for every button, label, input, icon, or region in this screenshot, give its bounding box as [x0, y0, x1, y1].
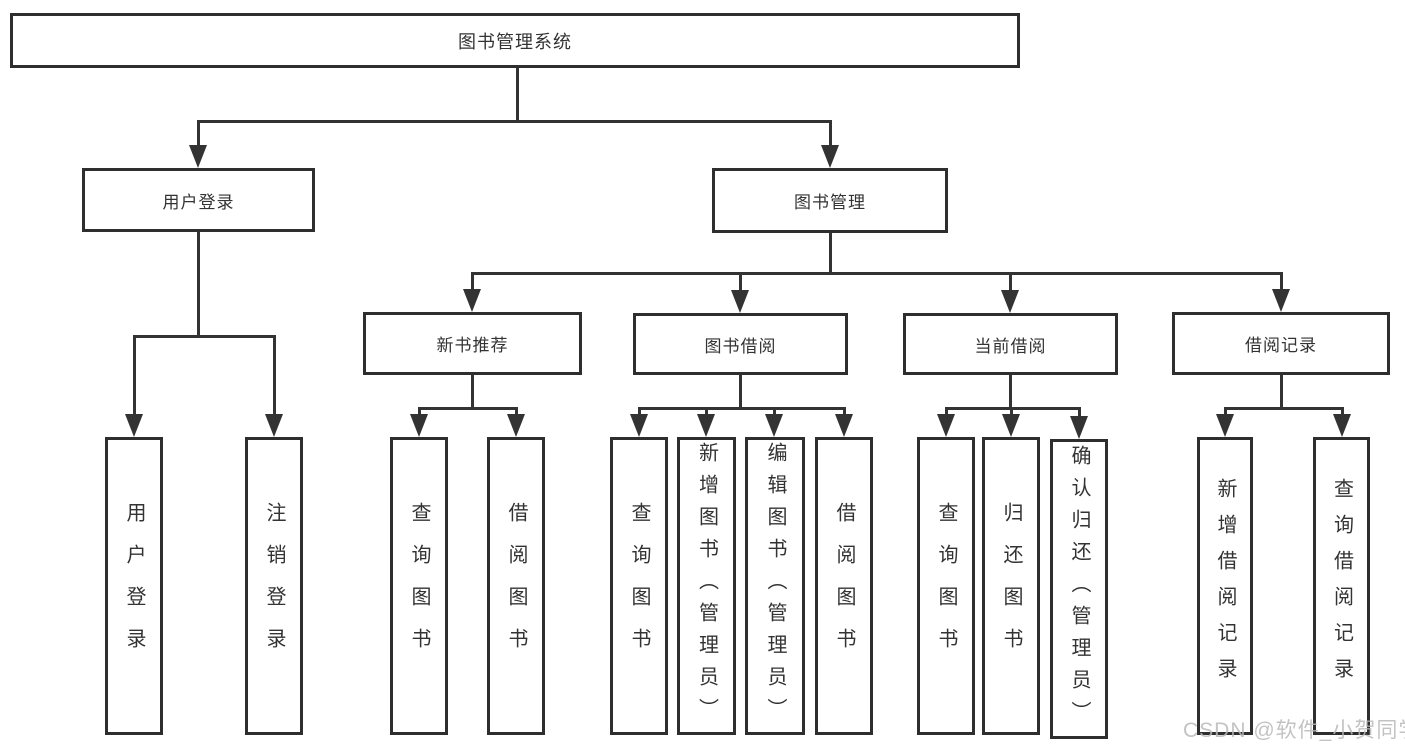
- connector-bar: [945, 407, 1081, 410]
- node-label-cb-confirm-return-admin: 确认归还（管理员）: [1068, 445, 1090, 733]
- node-label-current-borrow: 当前借阅: [974, 336, 1047, 356]
- connector-drop: [1341, 407, 1344, 419]
- connector-drop: [471, 272, 474, 294]
- connector-drop: [829, 120, 832, 150]
- node-label-leaf-logout: 注销登录: [263, 502, 285, 670]
- node-leaf-user-login: 用户登录: [105, 437, 163, 735]
- node-label-new-book-rec: 新书推荐: [436, 336, 509, 355]
- node-borrow-records: 借阅记录: [1172, 312, 1390, 375]
- node-book-mgmt: 图书管理: [712, 168, 948, 233]
- arrow-down-icon: [821, 145, 839, 168]
- arrow-down-icon: [1002, 414, 1020, 437]
- arrow-down-icon: [731, 290, 749, 313]
- node-label-book-mgmt: 图书管理: [794, 193, 866, 212]
- node-label-nb-query-books: 查询图书: [408, 502, 430, 670]
- connector-stem: [471, 375, 474, 410]
- node-label-br-add-record: 新增借阅记录: [1214, 478, 1236, 694]
- arrow-down-icon: [937, 414, 955, 437]
- node-label-bb-edit-books-admin: 编辑图书（管理员）: [764, 442, 786, 730]
- arrow-down-icon: [1216, 414, 1234, 437]
- node-bb-query-books: 查询图书: [610, 437, 668, 735]
- node-label-root: 图书管理系统: [458, 31, 572, 52]
- connector-stem: [197, 232, 200, 338]
- node-bb-borrow-books: 借阅图书: [815, 437, 873, 735]
- arrow-down-icon: [1001, 290, 1019, 313]
- connector-bar: [133, 335, 276, 338]
- node-label-bb-query-books: 查询图书: [628, 502, 650, 670]
- connector-drop: [1009, 272, 1012, 295]
- connector-stem: [1280, 375, 1283, 410]
- node-label-br-query-record: 查询借阅记录: [1330, 478, 1353, 694]
- node-label-borrow-records: 借阅记录: [1245, 336, 1317, 355]
- connector-bar: [1224, 407, 1344, 410]
- node-br-query-record: 查询借阅记录: [1313, 437, 1370, 735]
- node-label-bb-borrow-books: 借阅图书: [833, 502, 855, 670]
- connector-drop: [843, 407, 846, 419]
- connector-drop: [739, 272, 742, 295]
- connector-drop: [273, 335, 276, 419]
- node-current-borrow: 当前借阅: [903, 313, 1118, 375]
- node-label-leaf-user-login: 用户登录: [123, 502, 145, 670]
- connector-drop: [133, 335, 136, 419]
- arrow-down-icon: [1333, 414, 1351, 437]
- connector-stem: [829, 233, 832, 275]
- connector-drop: [945, 407, 948, 419]
- arrow-down-icon: [125, 414, 143, 437]
- node-label-book-borrow: 图书借阅: [704, 336, 777, 356]
- connector-drop: [1078, 407, 1081, 421]
- node-br-add-record: 新增借阅记录: [1197, 437, 1253, 735]
- connector-drop: [515, 407, 518, 419]
- node-book-borrow: 图书借阅: [633, 313, 848, 375]
- node-label-bb-add-books-admin: 新增图书（管理员）: [695, 442, 718, 730]
- connector-bar: [418, 407, 518, 410]
- node-nb-borrow-books: 借阅图书: [487, 437, 545, 735]
- arrow-down-icon: [265, 414, 283, 437]
- node-label-cb-query-books: 查询图书: [935, 502, 957, 670]
- arrow-down-icon: [189, 145, 207, 168]
- arrow-down-icon: [410, 414, 428, 437]
- arrow-down-icon: [1272, 289, 1290, 312]
- arrow-down-icon: [697, 414, 715, 437]
- arrow-down-icon: [765, 414, 783, 437]
- node-bb-add-books-admin: 新增图书（管理员）: [677, 437, 736, 735]
- connector-drop: [197, 120, 200, 150]
- connector-stem: [1009, 375, 1012, 410]
- connector-drop: [1010, 407, 1013, 419]
- node-label-nb-borrow-books: 借阅图书: [505, 502, 527, 670]
- arrow-down-icon: [835, 414, 853, 437]
- connector-bar: [471, 272, 1283, 275]
- node-user-login: 用户登录: [82, 168, 315, 232]
- arrow-down-icon: [630, 414, 648, 437]
- node-new-book-rec: 新书推荐: [363, 312, 582, 375]
- connector-drop: [773, 407, 776, 419]
- node-leaf-logout: 注销登录: [245, 437, 303, 735]
- connector-bar: [638, 407, 846, 410]
- connector-drop: [418, 407, 421, 419]
- connector-drop: [638, 407, 641, 419]
- connector-stem: [739, 375, 742, 410]
- arrow-down-icon: [507, 414, 525, 437]
- arrow-down-icon: [463, 289, 481, 312]
- arrow-down-icon: [1070, 416, 1088, 439]
- connector-bar: [197, 120, 832, 123]
- node-cb-confirm-return-admin: 确认归还（管理员）: [1050, 439, 1108, 739]
- connector-drop: [1280, 272, 1283, 294]
- node-root: 图书管理系统: [10, 13, 1020, 68]
- connector-drop: [705, 407, 708, 419]
- node-bb-edit-books-admin: 编辑图书（管理员）: [745, 437, 805, 735]
- node-cb-return-books: 归还图书: [982, 437, 1040, 735]
- node-label-cb-return-books: 归还图书: [1000, 502, 1022, 670]
- node-label-user-login: 用户登录: [162, 192, 235, 212]
- connector-stem: [516, 68, 519, 123]
- connector-drop: [1224, 407, 1227, 419]
- node-nb-query-books: 查询图书: [390, 437, 448, 735]
- node-cb-query-books: 查询图书: [917, 437, 975, 735]
